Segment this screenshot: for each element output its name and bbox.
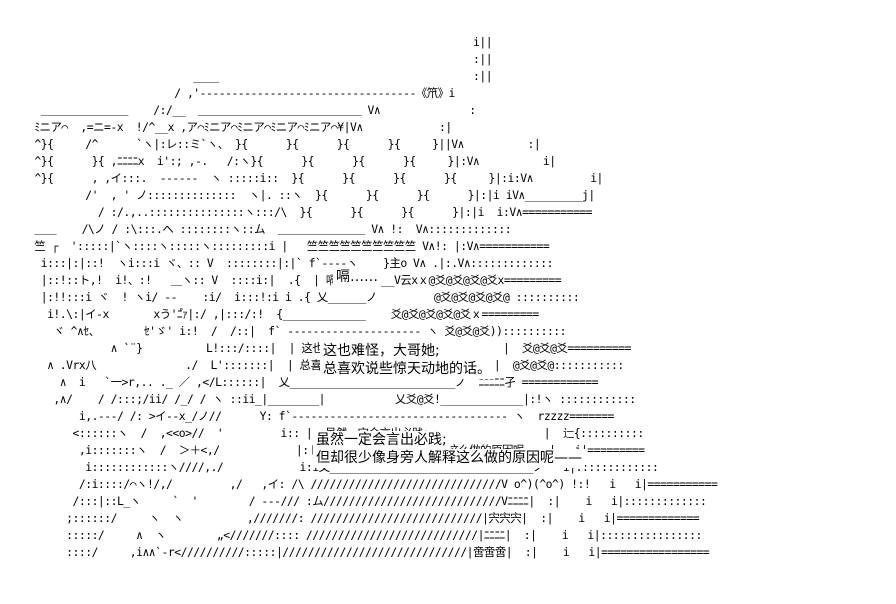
speech-bubble-hiccup: 嗝…… bbox=[333, 268, 381, 287]
ascii-art-scene: i|| :|| ____ :|| / ,'-------------------… bbox=[34, 35, 718, 559]
speech-bubble-3-line-1: 虽然一定会言出必践; bbox=[313, 431, 450, 450]
speech-bubble-2-line-2: 总喜欢说些惊天动地的话。 bbox=[320, 360, 494, 379]
speech-bubble-2-line-1: 这也难怪，大哥她; bbox=[320, 342, 443, 361]
speech-bubble-3-line-2: 但却很少像身旁人解释这么做的原因呢—— bbox=[313, 449, 585, 468]
